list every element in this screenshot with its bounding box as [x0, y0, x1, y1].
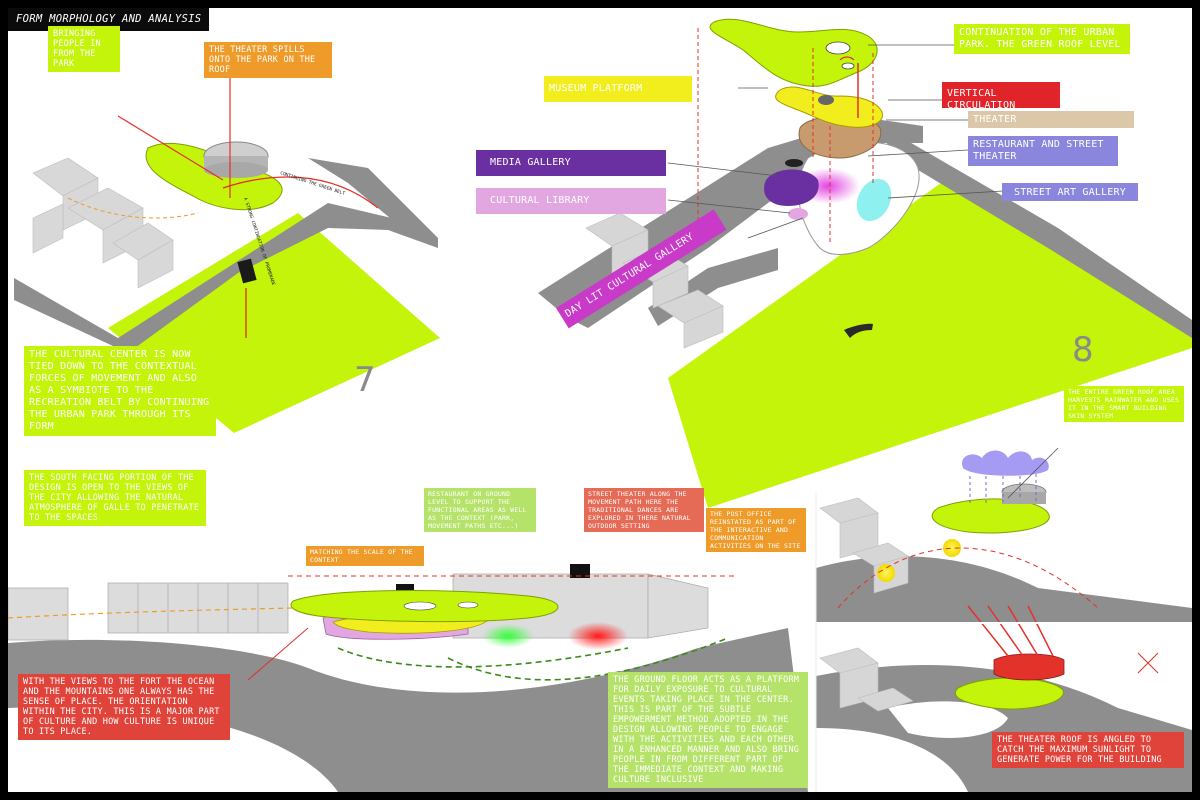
- label-media-gallery: MEDIA GALLERY: [476, 150, 666, 176]
- panel-8-street-art-gallery: [856, 178, 892, 222]
- panel-8-green-roof: [709, 18, 878, 87]
- panel-8-library: [788, 208, 808, 220]
- label-street-art: STREET ART GALLERY: [1002, 183, 1138, 201]
- label-theater-roof-angled: THE THEATER ROOF IS ANGLED TO CATCH THE …: [992, 732, 1184, 768]
- sheet-title: FORM MORPHOLOGY AND ANALYSIS: [8, 8, 210, 31]
- label-museum-platform: MUSEUM PLATFORM: [544, 76, 692, 102]
- label-street-theater: STREET THEATER ALONG THE MOVEMENT PATH H…: [584, 488, 704, 532]
- panel-7-buildings: [32, 157, 174, 289]
- label-cultural-center: THE CULTURAL CENTER IS NOW TIED DOWN TO …: [24, 346, 216, 436]
- angled-theater-roof: [993, 653, 1065, 681]
- label-views-fort: WITH THE VIEWS TO THE FORT THE OCEAN AND…: [18, 674, 230, 740]
- rain-cloud: [962, 450, 1049, 476]
- label-bringing-people: BRINGING PEOPLE IN FROM THE PARK: [48, 26, 120, 72]
- label-post-office: THE POST OFFICE REINSTATED AS PART OF TH…: [706, 508, 806, 552]
- panel-number-7: 7: [354, 360, 376, 400]
- panel-8-media-gallery: [764, 169, 819, 206]
- label-restaurant-street: RESTAURANT AND STREET THEATER: [968, 136, 1118, 166]
- panel-7-road: [14, 203, 438, 353]
- label-south-facing: THE SOUTH FACING PORTION OF THE DESIGN I…: [24, 470, 206, 526]
- label-green-roof-rainwater: THE ENTIRE GREEN ROOF AREA HARVESTS RAIN…: [1064, 386, 1184, 422]
- label-restaurant-ground: RESTAURANT ON GROUND LEVEL TO SUPPORT TH…: [424, 488, 536, 532]
- panel-7-road-b: [308, 158, 438, 238]
- panel-8-park: [668, 178, 1192, 508]
- label-ground-floor: THE GROUND FLOOR ACTS AS A PLATFORM FOR …: [608, 672, 808, 788]
- panel-number-8: 8: [1072, 330, 1094, 370]
- panel-8-exploded-model: [533, 18, 1192, 508]
- sun-icon-1: [877, 564, 895, 582]
- label-vertical-circulation: VERTICAL CIRCULATION: [942, 82, 1060, 111]
- label-urban-park: CONTINUATION OF THE URBAN PARK. THE GREE…: [954, 24, 1130, 54]
- right-upper-diagram: [816, 447, 1192, 623]
- panel-8-road-b: [868, 118, 1192, 338]
- label-theater-spills: THE THEATER SPILLS ONTO THE PARK ON THE …: [204, 42, 332, 78]
- right-upper-road: [816, 556, 1192, 623]
- sun-icon-2: [943, 539, 961, 557]
- label-theater: THEATER: [968, 111, 1134, 128]
- panel-8-museum-platform: [775, 86, 883, 128]
- label-matching-scale: MATCHING THE SCALE OF THE CONTEXT: [306, 546, 424, 566]
- diagram-canvas: CONTINUING THE GREEN BELT A STRONG CONTI…: [8, 18, 1192, 792]
- panel-7-arrow-red: [222, 176, 379, 209]
- label-cultural-library: CULTURAL LIBRARY: [476, 188, 666, 214]
- presentation-sheet: CONTINUING THE GREEN BELT A STRONG CONTI…: [8, 8, 1192, 792]
